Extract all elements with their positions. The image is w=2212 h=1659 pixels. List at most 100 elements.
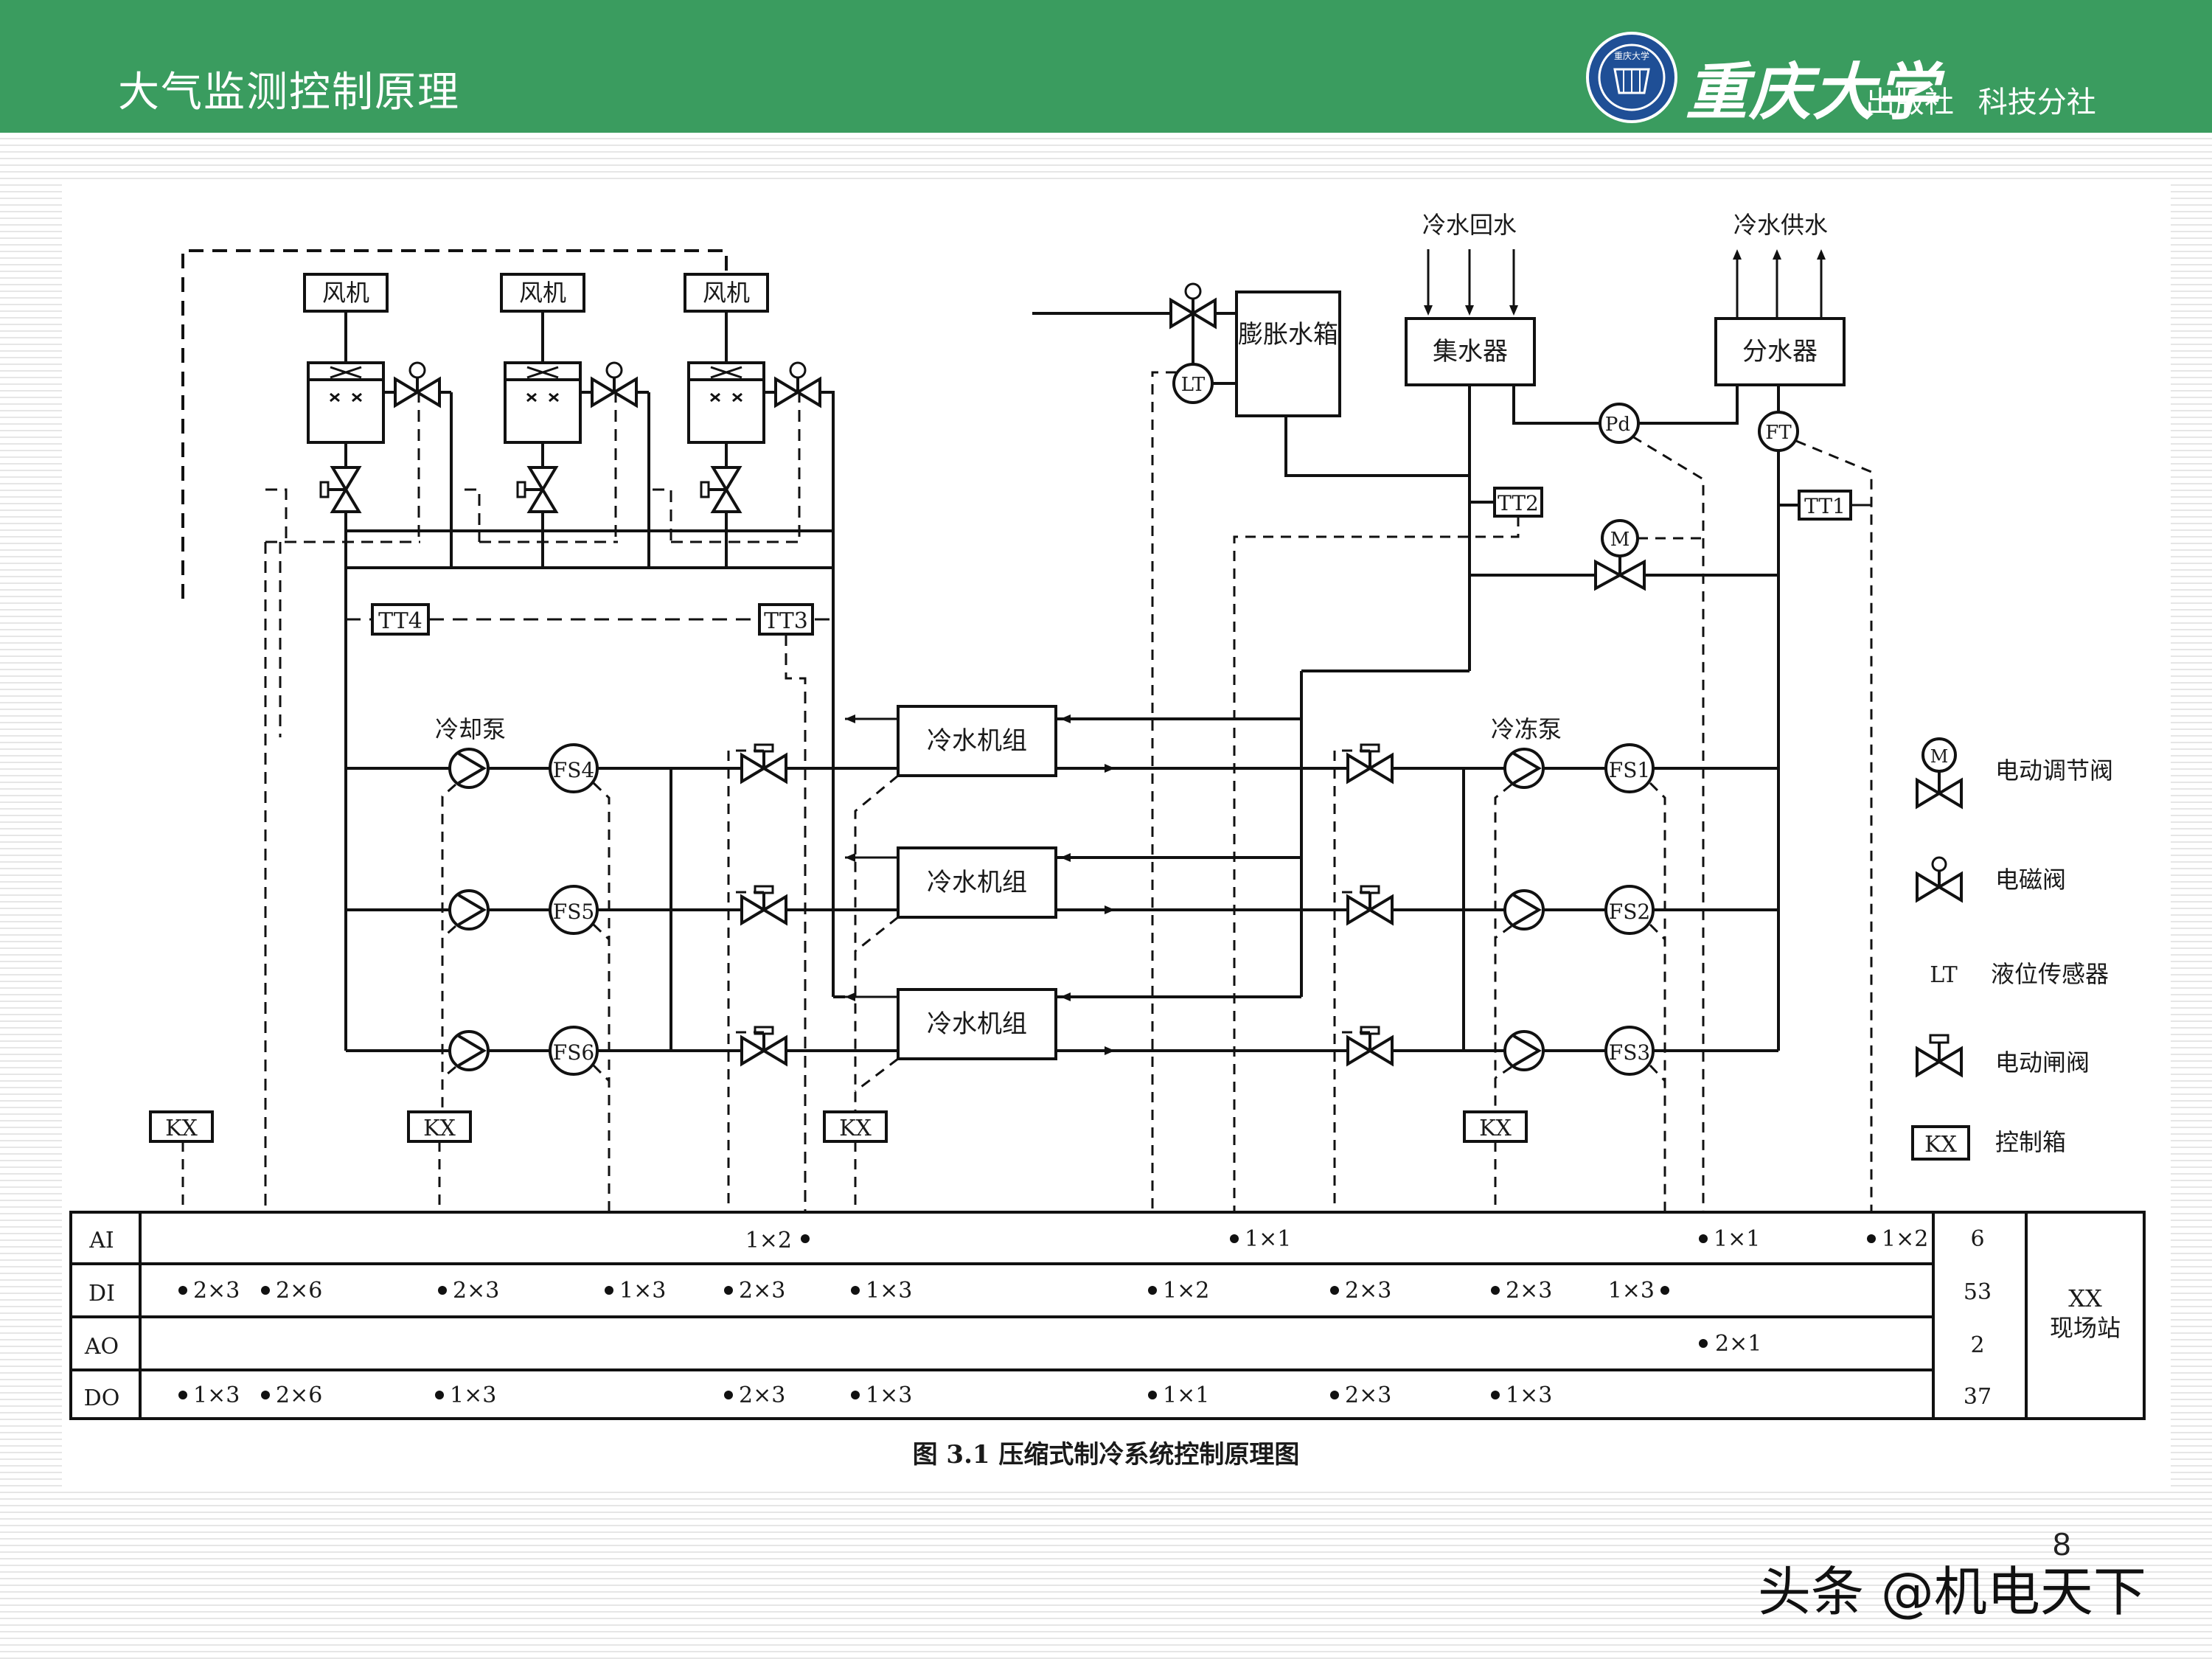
level-sensor-lt: LT bbox=[1172, 363, 1214, 404]
ai-entry-4: 1×2 bbox=[1882, 1226, 1928, 1252]
fs2-label: FS2 bbox=[1609, 900, 1650, 924]
fan-3-label: 风机 bbox=[703, 279, 750, 307]
legend-icon-kx: KX bbox=[1924, 1132, 1957, 1158]
do-entry-6: 1×1 bbox=[1163, 1382, 1209, 1408]
watermark-text: 头条 @机电天下 bbox=[1758, 1561, 2146, 1623]
water-header-section: LT 膨胀水箱 冷水回水 集水器 冷水供水 分水器 Pd TT2 bbox=[1032, 211, 1873, 1290]
cooling-pump-section: 冷却泵 FS4 FS5 FS6 bbox=[346, 714, 898, 1286]
page-number: 8 bbox=[2053, 1526, 2071, 1562]
station-label-code: XX bbox=[2068, 1284, 2102, 1312]
row-label-di: DI bbox=[88, 1281, 115, 1307]
electric-gate-valve-icon bbox=[1916, 1034, 1963, 1078]
row-label-do: DO bbox=[84, 1385, 120, 1411]
cooling-pump-label: 冷却泵 bbox=[435, 715, 506, 743]
fan-2: 风机 bbox=[500, 273, 649, 568]
ai-entry-2: 1×1 bbox=[1245, 1226, 1291, 1252]
fan-1-label: 风机 bbox=[322, 279, 369, 307]
row-label-ai: AI bbox=[88, 1228, 114, 1253]
figure-caption: 图 3.1 压缩式制冷系统控制原理图 bbox=[913, 1440, 1300, 1470]
kx-3-label: KX bbox=[839, 1116, 872, 1141]
expansion-tank-label: 膨胀水箱 bbox=[1238, 320, 1338, 349]
university-logo-name: 重庆大学 bbox=[1686, 55, 1940, 128]
tt2-label: TT2 bbox=[1498, 491, 1539, 515]
fan-2-label: 风机 bbox=[519, 279, 566, 307]
di-entry-5: 2×3 bbox=[739, 1278, 785, 1304]
total-ai: 6 bbox=[1970, 1226, 1984, 1252]
legend-label-2: 电磁阀 bbox=[1995, 866, 2066, 894]
flow-sensor-ft: FT bbox=[1758, 411, 1799, 452]
ft-label: FT bbox=[1765, 422, 1792, 444]
legend-label-3: 液位传感器 bbox=[1991, 960, 2109, 988]
motorized-regulating-valve-icon: M bbox=[1916, 737, 1963, 810]
station-label-name: 现场站 bbox=[2050, 1314, 2121, 1342]
pd-label: Pd bbox=[1605, 414, 1630, 436]
legend-label-4: 电动闸阀 bbox=[1995, 1048, 2090, 1077]
chiller-2-label: 冷水机组 bbox=[927, 868, 1027, 897]
seal-text: 重庆大学 bbox=[1614, 50, 1649, 61]
chillers: 冷水机组 冷水机组 冷水机组 bbox=[854, 671, 1336, 1113]
di-entry-1: 2×3 bbox=[193, 1278, 240, 1304]
do-entry-3: 1×3 bbox=[450, 1382, 496, 1408]
distributor-label: 分水器 bbox=[1742, 337, 1818, 366]
kx-1-label: KX bbox=[165, 1116, 198, 1141]
refrigeration-control-diagram: 风机 风机 风机 bbox=[69, 211, 2146, 1470]
total-ao: 2 bbox=[1970, 1332, 1984, 1358]
legend-icon-lt: LT bbox=[1930, 962, 1958, 988]
di-entry-2: 2×6 bbox=[276, 1278, 322, 1304]
return-water-label: 冷水回水 bbox=[1422, 211, 1517, 239]
supply-water-label: 冷水供水 bbox=[1733, 211, 1828, 239]
chilled-pump-section: 冷冻泵 FS1 FS2 FS3 bbox=[1333, 715, 1780, 1292]
motorized-valve-m: M bbox=[1601, 519, 1639, 557]
do-entry-7: 2×3 bbox=[1345, 1382, 1391, 1408]
slide-header: 大气监测控制原理 重庆大学 重庆大学 出版社 科技分社 bbox=[0, 0, 2212, 133]
fan-3: 风机 bbox=[684, 273, 835, 997]
total-di: 53 bbox=[1964, 1279, 1992, 1305]
row-label-ao: AO bbox=[84, 1334, 119, 1360]
do-entry-8: 1×3 bbox=[1506, 1382, 1552, 1408]
ao-entry-1: 2×1 bbox=[1715, 1331, 1761, 1357]
solenoid-valve-icon bbox=[1916, 856, 1963, 903]
fs3-label: FS3 bbox=[1609, 1040, 1650, 1065]
di-entry-7: 1×2 bbox=[1163, 1278, 1209, 1304]
fs4-label: FS4 bbox=[553, 758, 594, 782]
di-entry-10: 1×3 bbox=[1608, 1278, 1655, 1304]
tt4-label: TT4 bbox=[378, 608, 422, 634]
collector-label: 集水器 bbox=[1433, 337, 1508, 366]
legend-label-1: 电动调节阀 bbox=[1995, 757, 2113, 785]
university-seal-icon: 重庆大学 bbox=[1586, 32, 1677, 123]
flow-switch-fs6: FS6 bbox=[549, 1026, 599, 1076]
fan-1: 风机 bbox=[303, 273, 451, 568]
di-entry-9: 2×3 bbox=[1506, 1278, 1552, 1304]
di-entry-6: 1×3 bbox=[866, 1278, 912, 1304]
lt-label: LT bbox=[1181, 374, 1206, 396]
svg-text:M: M bbox=[1930, 746, 1949, 767]
flow-switch-fs1: FS1 bbox=[1604, 743, 1655, 793]
chiller-1-label: 冷水机组 bbox=[927, 726, 1027, 756]
total-do: 37 bbox=[1964, 1384, 1992, 1410]
figure-panel: 风机 风机 风机 bbox=[62, 184, 2171, 1489]
slide-title: 大气监测控制原理 bbox=[118, 69, 460, 116]
fs1-label: FS1 bbox=[1609, 758, 1650, 782]
ai-entry-1: 1×2 bbox=[745, 1228, 792, 1253]
di-entry-8: 2×3 bbox=[1345, 1278, 1391, 1304]
io-point-table: AI DI AO DO 6 53 2 37 XX 现场站 1×2 1×1 1×1… bbox=[69, 1211, 2146, 1420]
kx-4-label: KX bbox=[1479, 1116, 1512, 1141]
legend: M 电动调节阀 电磁阀 LT 液位传感器 电动闸阀 KX 控制箱 bbox=[1911, 737, 2113, 1161]
cooling-tower-section: 风机 风机 风机 bbox=[181, 249, 835, 1239]
fs6-label: FS6 bbox=[553, 1040, 594, 1065]
legend-label-5: 控制箱 bbox=[1995, 1128, 2066, 1156]
do-entry-5: 1×3 bbox=[866, 1382, 912, 1408]
m-label: M bbox=[1610, 529, 1630, 551]
do-entry-1: 1×3 bbox=[193, 1382, 240, 1408]
do-entry-4: 2×3 bbox=[739, 1382, 785, 1408]
do-entry-2: 2×6 bbox=[276, 1382, 322, 1408]
flow-switch-fs3: FS3 bbox=[1604, 1026, 1655, 1076]
di-entry-3: 2×3 bbox=[453, 1278, 499, 1304]
tt1-label: TT1 bbox=[1804, 494, 1846, 518]
tt3-label: TT3 bbox=[764, 608, 808, 634]
flow-switch-fs5: FS5 bbox=[549, 885, 599, 935]
ai-entry-3: 1×1 bbox=[1714, 1226, 1760, 1252]
flow-switch-fs2: FS2 bbox=[1604, 885, 1655, 935]
chiller-3-label: 冷水机组 bbox=[927, 1009, 1027, 1039]
publisher-label: 出版社 科技分社 bbox=[1865, 86, 2096, 119]
